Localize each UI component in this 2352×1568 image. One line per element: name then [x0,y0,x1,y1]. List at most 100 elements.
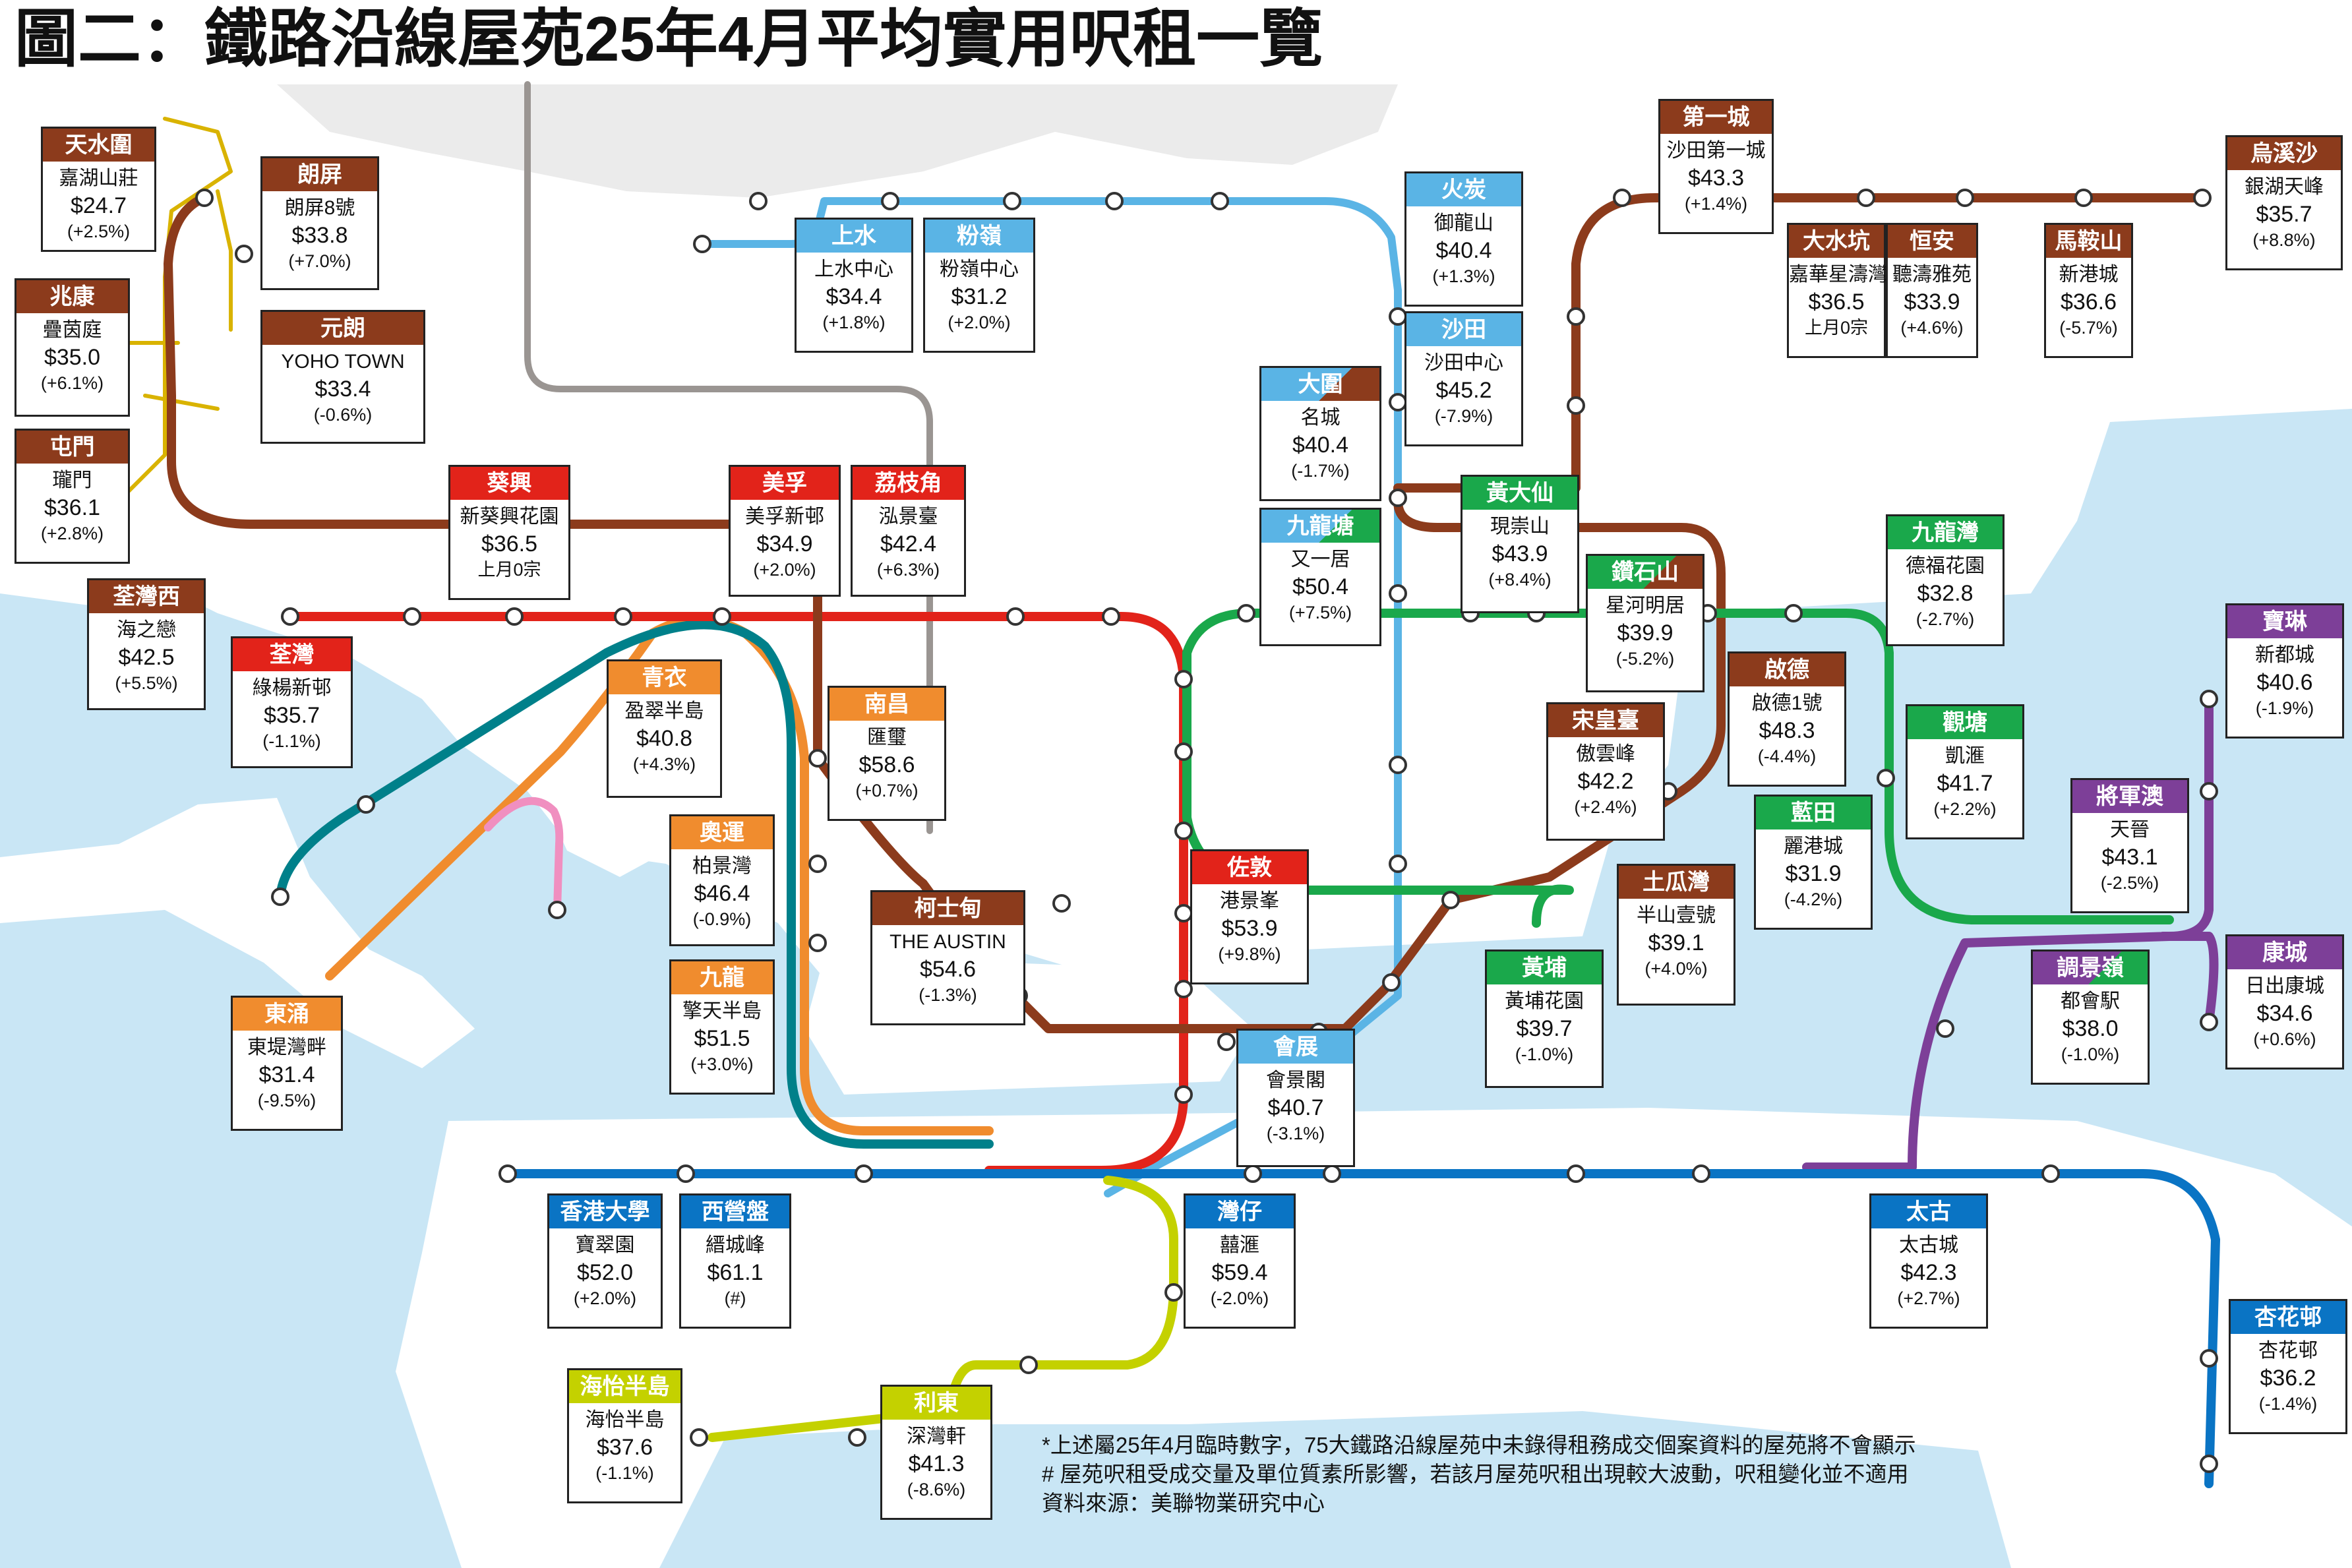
station-dot [848,1428,866,1447]
estate-name: YOHO TOWN [281,351,405,373]
airport-express [276,620,994,1149]
rent-value: $36.5 [1808,289,1865,315]
station-label-南昌: 南昌匯璽$58.6(+0.7%) [828,686,946,821]
station-dot [1006,607,1025,626]
station-label-佐敦: 佐敦港景峯$53.9(+9.8%) [1190,849,1309,984]
station-dot [808,855,827,873]
rent-value: $42.2 [1577,769,1634,794]
page-title: 圖二：鐵路沿線屋苑25年4月平均實用呎租一覽 [15,4,1323,75]
station-dot [1613,189,1631,207]
station-label-馬鞍山: 馬鞍山新港城$36.6(-5.7%) [2044,223,2133,358]
land-lantau [0,798,475,1068]
estate-name: 擎天半島 [682,1000,762,1022]
rent-change: (-1.1%) [595,1463,654,1483]
rent-value: $50.4 [1292,574,1349,599]
station-name: 寶琳 [2227,605,2342,638]
station-name: 利東 [882,1387,990,1420]
estate-name: 海之戀 [117,619,176,641]
station-name: 九龍塘 [1261,510,1379,543]
island-line [503,1169,2220,1488]
rent-change: (+2.4%) [1574,797,1637,817]
rent-value: $31.2 [951,284,1008,309]
station-label-荃灣: 荃灣綠楊新邨$35.7(-1.1%) [231,636,353,768]
rent-value: $40.4 [1435,238,1492,263]
station-label-兆康: 兆康疊茵庭$35.0(+6.1%) [15,278,130,417]
station-dot [1237,604,1255,622]
station-dot [693,235,711,253]
station-name: 大圍 [1261,368,1379,401]
rent-value: $40.6 [2256,670,2313,695]
station-dot [1174,742,1193,761]
station-name: 九龍灣 [1888,516,2003,549]
station-name: 西營盤 [681,1195,789,1228]
estate-name: 囍滙 [1220,1234,1259,1256]
station-dot [677,1164,695,1183]
estate-name: 美孚新邨 [745,506,824,528]
estate-name: 嘉華星濤灣 [1789,264,1888,286]
rent-value: $32.8 [1917,581,1974,606]
station-name: 上水 [797,220,911,253]
rent-value: $24.7 [70,193,127,218]
station-name: 大水坑 [1789,225,1884,258]
rent-change: (-1.4%) [2258,1394,2318,1414]
station-dot [403,607,421,626]
estate-name: 疊茵庭 [42,319,102,341]
station-name: 恒安 [1888,225,1976,258]
station-dot [357,795,375,814]
station-name: 元朗 [262,312,423,345]
rent-value: $39.7 [1516,1016,1573,1041]
rent-change: (+2.0%) [573,1288,637,1308]
station-dot [1877,769,1895,787]
station-name: 黃埔 [1487,951,1602,984]
estate-name: 啟德1號 [1751,692,1823,714]
station-name: 朗屏 [262,158,377,191]
rent-change: (-1.9%) [2255,698,2314,718]
station-label-康城: 康城日出康城$34.6(+0.6%) [2225,934,2344,1070]
rent-change: (+4.6%) [1900,318,1964,338]
rent-change: (-0.9%) [692,909,752,929]
estate-name: 盈翠半島 [624,700,704,722]
estate-name: 朗屏8號 [284,197,355,219]
rent-change: (-2.5%) [2100,873,2159,893]
station-name: 將軍澳 [2072,780,2187,813]
rent-change: (-1.3%) [919,985,977,1005]
rent-value: $52.0 [576,1260,634,1285]
station-dot [271,888,289,906]
footnote-provisional: *上述屬25年4月臨時數字，75大鐵路沿線屋苑中未錄得租務成交個案資料的屋苑將不… [1042,1433,1916,1457]
rent-change: (+2.5%) [67,222,131,241]
estate-name: 綠楊新邨 [252,677,332,699]
station-dot [2200,1349,2218,1368]
rent-change: (+1.3%) [1432,266,1495,286]
estate-name: 又一居 [1290,549,1350,570]
estate-name: 沙田第一城 [1666,140,1766,162]
estate-name: 太古城 [1899,1234,1958,1256]
rent-change: (+0.7%) [855,781,919,800]
station-dot [1389,584,1407,603]
rent-value: $51.5 [694,1026,750,1051]
rent-value: $36.5 [481,531,538,557]
estate-name: 現崇山 [1490,516,1550,537]
estate-name: 匯璽 [867,727,907,748]
station-dot [2200,690,2218,708]
estate-name: THE AUSTIN [890,931,1006,953]
station-label-火炭: 火炭御龍山$40.4(+1.3%) [1404,171,1523,307]
station-dot [281,607,299,626]
station-dot [2200,782,2218,800]
station-name: 美孚 [731,467,839,500]
station-dot [1052,894,1071,913]
station-label-烏溪沙: 烏溪沙銀湖天峰$35.7(+8.8%) [2225,135,2343,270]
rent-value: $36.1 [44,495,101,520]
rent-value: $41.7 [1937,771,1993,796]
station-dot [1244,1164,1262,1183]
station-dot [195,189,214,207]
rent-change: (-8.6%) [907,1480,966,1499]
estate-name: 寶翠園 [575,1234,635,1256]
rent-change: (-7.9%) [1434,406,1493,426]
rent-value: $45.2 [1435,378,1492,403]
rent-change: (-5.7%) [2059,318,2118,338]
station-dot [1174,904,1193,922]
station-name: 土瓜灣 [1619,866,1734,899]
station-label-奧運: 奧運柏景灣$46.4(-0.9%) [669,814,775,946]
station-dot [2041,1164,2060,1183]
